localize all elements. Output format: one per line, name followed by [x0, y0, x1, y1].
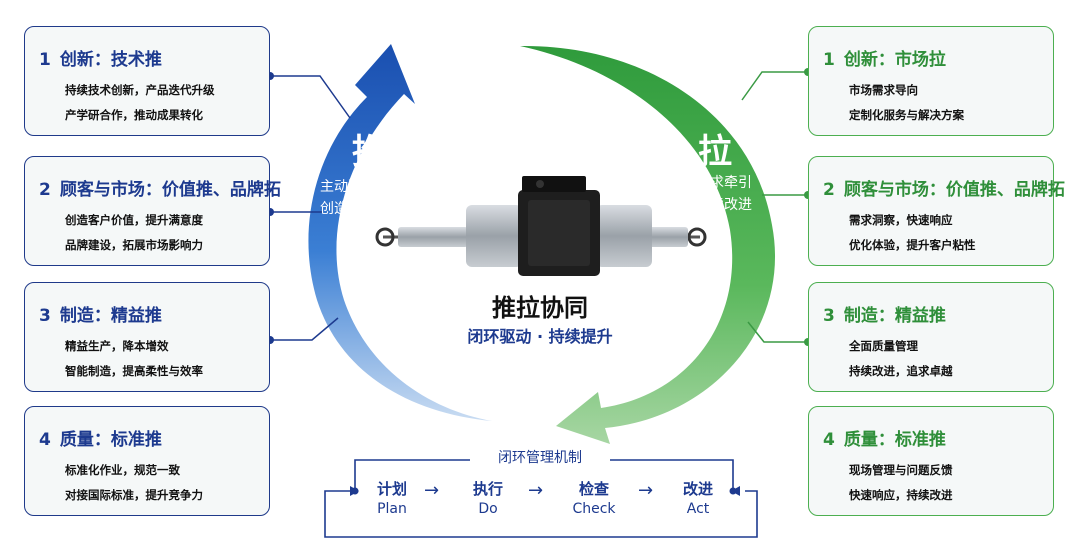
right-connectors — [741, 71, 808, 343]
arrow-right-icon: → — [424, 480, 440, 501]
card-number: 4 — [39, 430, 51, 450]
pdca-step-en: Act — [686, 501, 710, 517]
left-connectors — [270, 75, 351, 341]
card-number: 1 — [39, 50, 51, 70]
card-line: 产学研合作，推动成果转化 — [65, 108, 203, 122]
card-line: 全面质量管理 — [849, 339, 918, 353]
pull-description: 需求牵引 持续改进 — [696, 172, 752, 216]
pdca-step-plan: 计划 Plan — [352, 478, 432, 517]
card-title: 质量：标准推 — [59, 430, 162, 450]
card-line: 创造客户价值，提升满意度 — [65, 213, 203, 227]
card-line: 需求洞察，快速响应 — [849, 213, 953, 227]
card-line: 定制化服务与解决方案 — [849, 108, 964, 122]
pull-card-customer-market: 2 顾客与市场：价值推、品牌拓 需求洞察，快速响应 优化体验，提升客户粘性 — [808, 156, 1065, 266]
connector-dot — [266, 208, 274, 216]
pull-card-manufacturing: 3 制造：精益推 全面质量管理 持续改进，追求卓越 — [808, 282, 1054, 392]
pdca-step-zh: 计划 — [376, 480, 407, 498]
card-number: 4 — [823, 430, 835, 450]
push-line1: 主动驱动 — [320, 179, 376, 195]
card-number: 2 — [823, 180, 835, 200]
connector-dot — [266, 72, 274, 80]
pdca-step-zh: 执行 — [472, 480, 503, 498]
pdca-step-en: Do — [478, 501, 498, 517]
push-card-manufacturing: 3 制造：精益推 精益生产，降本增效 智能制造，提高柔性与效率 — [24, 282, 270, 392]
pull-line2: 持续改进 — [696, 197, 752, 213]
card-line: 现场管理与问题反馈 — [849, 463, 953, 477]
pdca-step-check: 检查 Check — [554, 478, 634, 517]
push-card-customer-market: 2 顾客与市场：价值推、品牌拓 创造客户价值，提升满意度 品牌建设，拓展市场影响力 — [24, 156, 281, 266]
pdca-step-do: 执行 Do — [448, 478, 528, 517]
pdca-loop-frame — [324, 459, 758, 538]
card-title: 制造：精益推 — [59, 306, 162, 326]
pull-card-innovation: 1 创新：市场拉 市场需求导向 定制化服务与解决方案 — [808, 26, 1054, 136]
card-line: 对接国际标准，提升竞争力 — [65, 488, 203, 502]
card-number: 1 — [823, 50, 835, 70]
card-title: 质量：标准推 — [843, 430, 946, 450]
pdca-step-en: Plan — [377, 501, 407, 517]
card-line: 精益生产，降本增效 — [65, 339, 169, 353]
card-line: 智能制造，提高柔性与效率 — [65, 364, 203, 378]
card-line: 快速响应，持续改进 — [849, 488, 953, 502]
pull-card-quality: 4 质量：标准推 现场管理与问题反馈 快速响应，持续改进 — [808, 406, 1054, 516]
card-line: 优化体验，提升客户粘性 — [849, 238, 976, 252]
pull-arrow — [520, 45, 776, 445]
card-line: 持续改进，追求卓越 — [849, 364, 953, 378]
pdca-title: 闭环管理机制 — [470, 447, 610, 467]
card-number: 3 — [823, 306, 835, 326]
card-title: 制造：精益推 — [843, 306, 946, 326]
pdca-step-act: 改进 Act — [658, 478, 738, 517]
card-title: 顾客与市场：价值推、品牌拓 — [59, 180, 281, 200]
arrow-right-icon: → — [638, 480, 654, 501]
push-arrow — [308, 44, 492, 421]
card-number: 3 — [39, 306, 51, 326]
push-label: 推 — [352, 132, 386, 172]
card-title: 创新：技术推 — [59, 50, 162, 70]
card-line: 品牌建设，拓展市场影响力 — [65, 238, 203, 252]
push-card-innovation: 1 创新：技术推 持续技术创新，产品迭代升级 产学研合作，推动成果转化 — [24, 26, 270, 136]
actuator-product-image — [375, 176, 707, 276]
pdca-step-en: Check — [572, 501, 616, 517]
pull-label: 拉 — [698, 132, 732, 172]
pdca-step-zh: 检查 — [578, 480, 609, 498]
center-title: 推拉协同 — [492, 294, 588, 322]
card-line: 市场需求导向 — [849, 83, 918, 97]
card-line: 持续技术创新，产品迭代升级 — [65, 83, 215, 97]
pull-line1: 需求牵引 — [696, 175, 752, 191]
card-title: 顾客与市场：价值推、品牌拓 — [843, 180, 1065, 200]
card-number: 2 — [39, 180, 51, 200]
connector-dot — [266, 336, 274, 344]
arrow-right-icon: → — [528, 480, 544, 501]
card-line: 标准化作业，规范一致 — [65, 463, 180, 477]
push-card-quality: 4 质量：标准推 标准化作业，规范一致 对接国际标准，提升竞争力 — [24, 406, 270, 516]
pdca-step-zh: 改进 — [682, 480, 713, 498]
push-description: 主动驱动 创造价值 — [320, 176, 376, 220]
center-subtitle: 闭环驱动 · 持续提升 — [467, 327, 613, 346]
push-line2: 创造价值 — [320, 201, 376, 217]
card-title: 创新：市场拉 — [843, 50, 946, 70]
